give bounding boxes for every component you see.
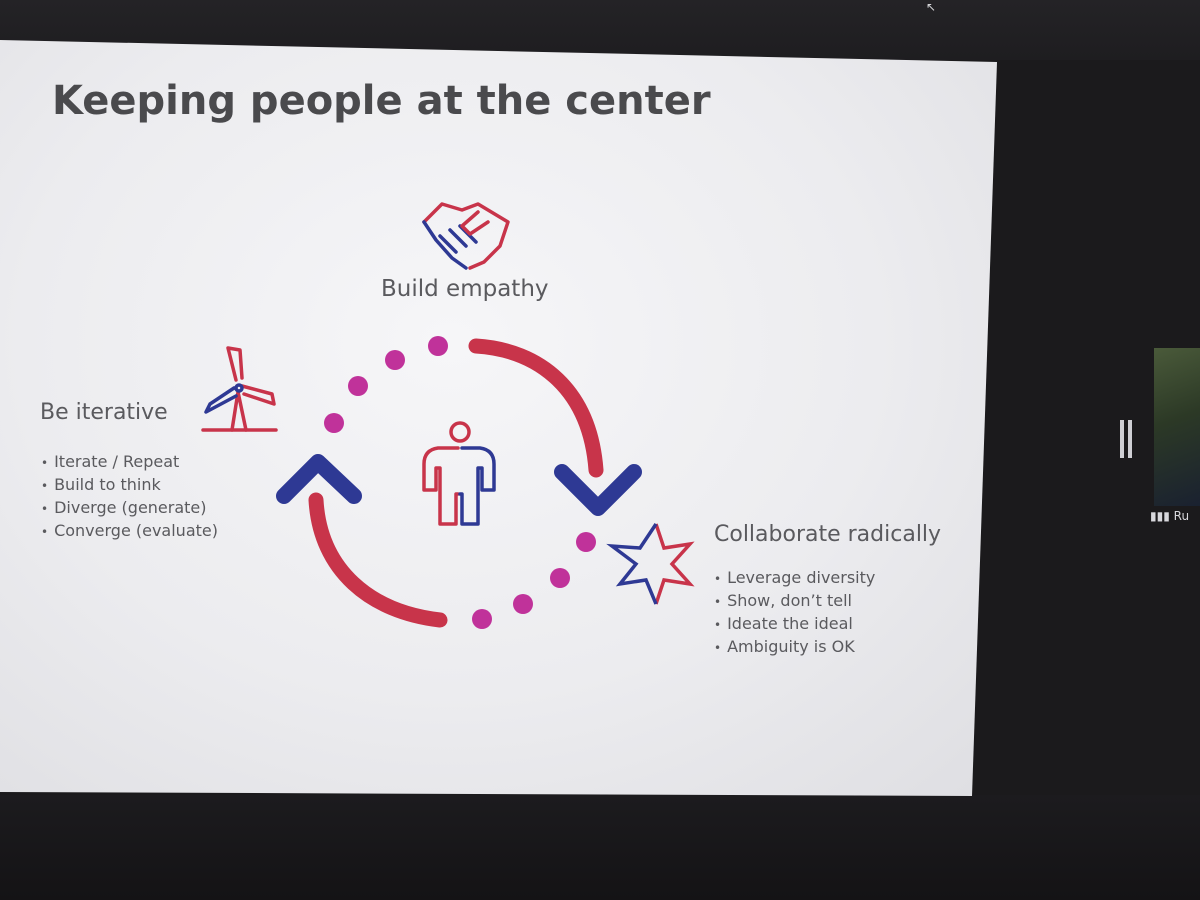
participant-name: Ru bbox=[1173, 509, 1190, 523]
participant-name-badge: ▮▮▮ Ru bbox=[1150, 509, 1189, 523]
list-item: Show, don’t tell bbox=[714, 590, 875, 613]
list-item: Converge (evaluate) bbox=[41, 520, 218, 543]
list-item: Iterate / Repeat bbox=[41, 451, 218, 474]
slide-title: Keeping people at the center bbox=[52, 78, 711, 124]
be-iterative-label: Be iterative bbox=[40, 400, 168, 425]
list-item: Ideate the ideal bbox=[714, 613, 875, 636]
handshake-icon bbox=[422, 202, 510, 270]
windmill-icon bbox=[201, 346, 278, 432]
starburst-icon bbox=[606, 523, 695, 605]
cursor-icon: ↖ bbox=[926, 0, 937, 14]
room-background-bottom bbox=[0, 795, 1200, 900]
iterative-bullet-list: Iterate / Repeat Build to think Diverge … bbox=[41, 451, 218, 543]
cycle-diagram bbox=[201, 202, 695, 629]
build-empathy-label: Build empathy bbox=[381, 276, 549, 302]
dotted-arc-bottom-right bbox=[472, 532, 596, 629]
dotted-arc-top-left bbox=[324, 336, 448, 433]
participant-video-tile[interactable] bbox=[1154, 348, 1200, 506]
presentation-slide bbox=[0, 40, 997, 796]
list-item: Leverage diversity bbox=[714, 567, 875, 590]
arrow-head-down bbox=[554, 464, 642, 516]
collaborate-bullet-list: Leverage diversity Show, don’t tell Idea… bbox=[714, 567, 875, 659]
signal-bars-icon: ▮▮▮ bbox=[1150, 509, 1170, 523]
arrow-arc-top bbox=[468, 338, 604, 478]
person-icon bbox=[422, 421, 496, 526]
arrow-arc-bottom bbox=[308, 492, 448, 628]
collaborate-radically-label: Collaborate radically bbox=[714, 522, 942, 547]
list-item: Build to think bbox=[41, 474, 218, 497]
list-item: Ambiguity is OK bbox=[714, 636, 875, 659]
list-item: Diverge (generate) bbox=[41, 497, 218, 520]
divider-line bbox=[1128, 420, 1132, 458]
arrow-head-up bbox=[276, 454, 362, 504]
divider-line bbox=[1120, 420, 1124, 458]
